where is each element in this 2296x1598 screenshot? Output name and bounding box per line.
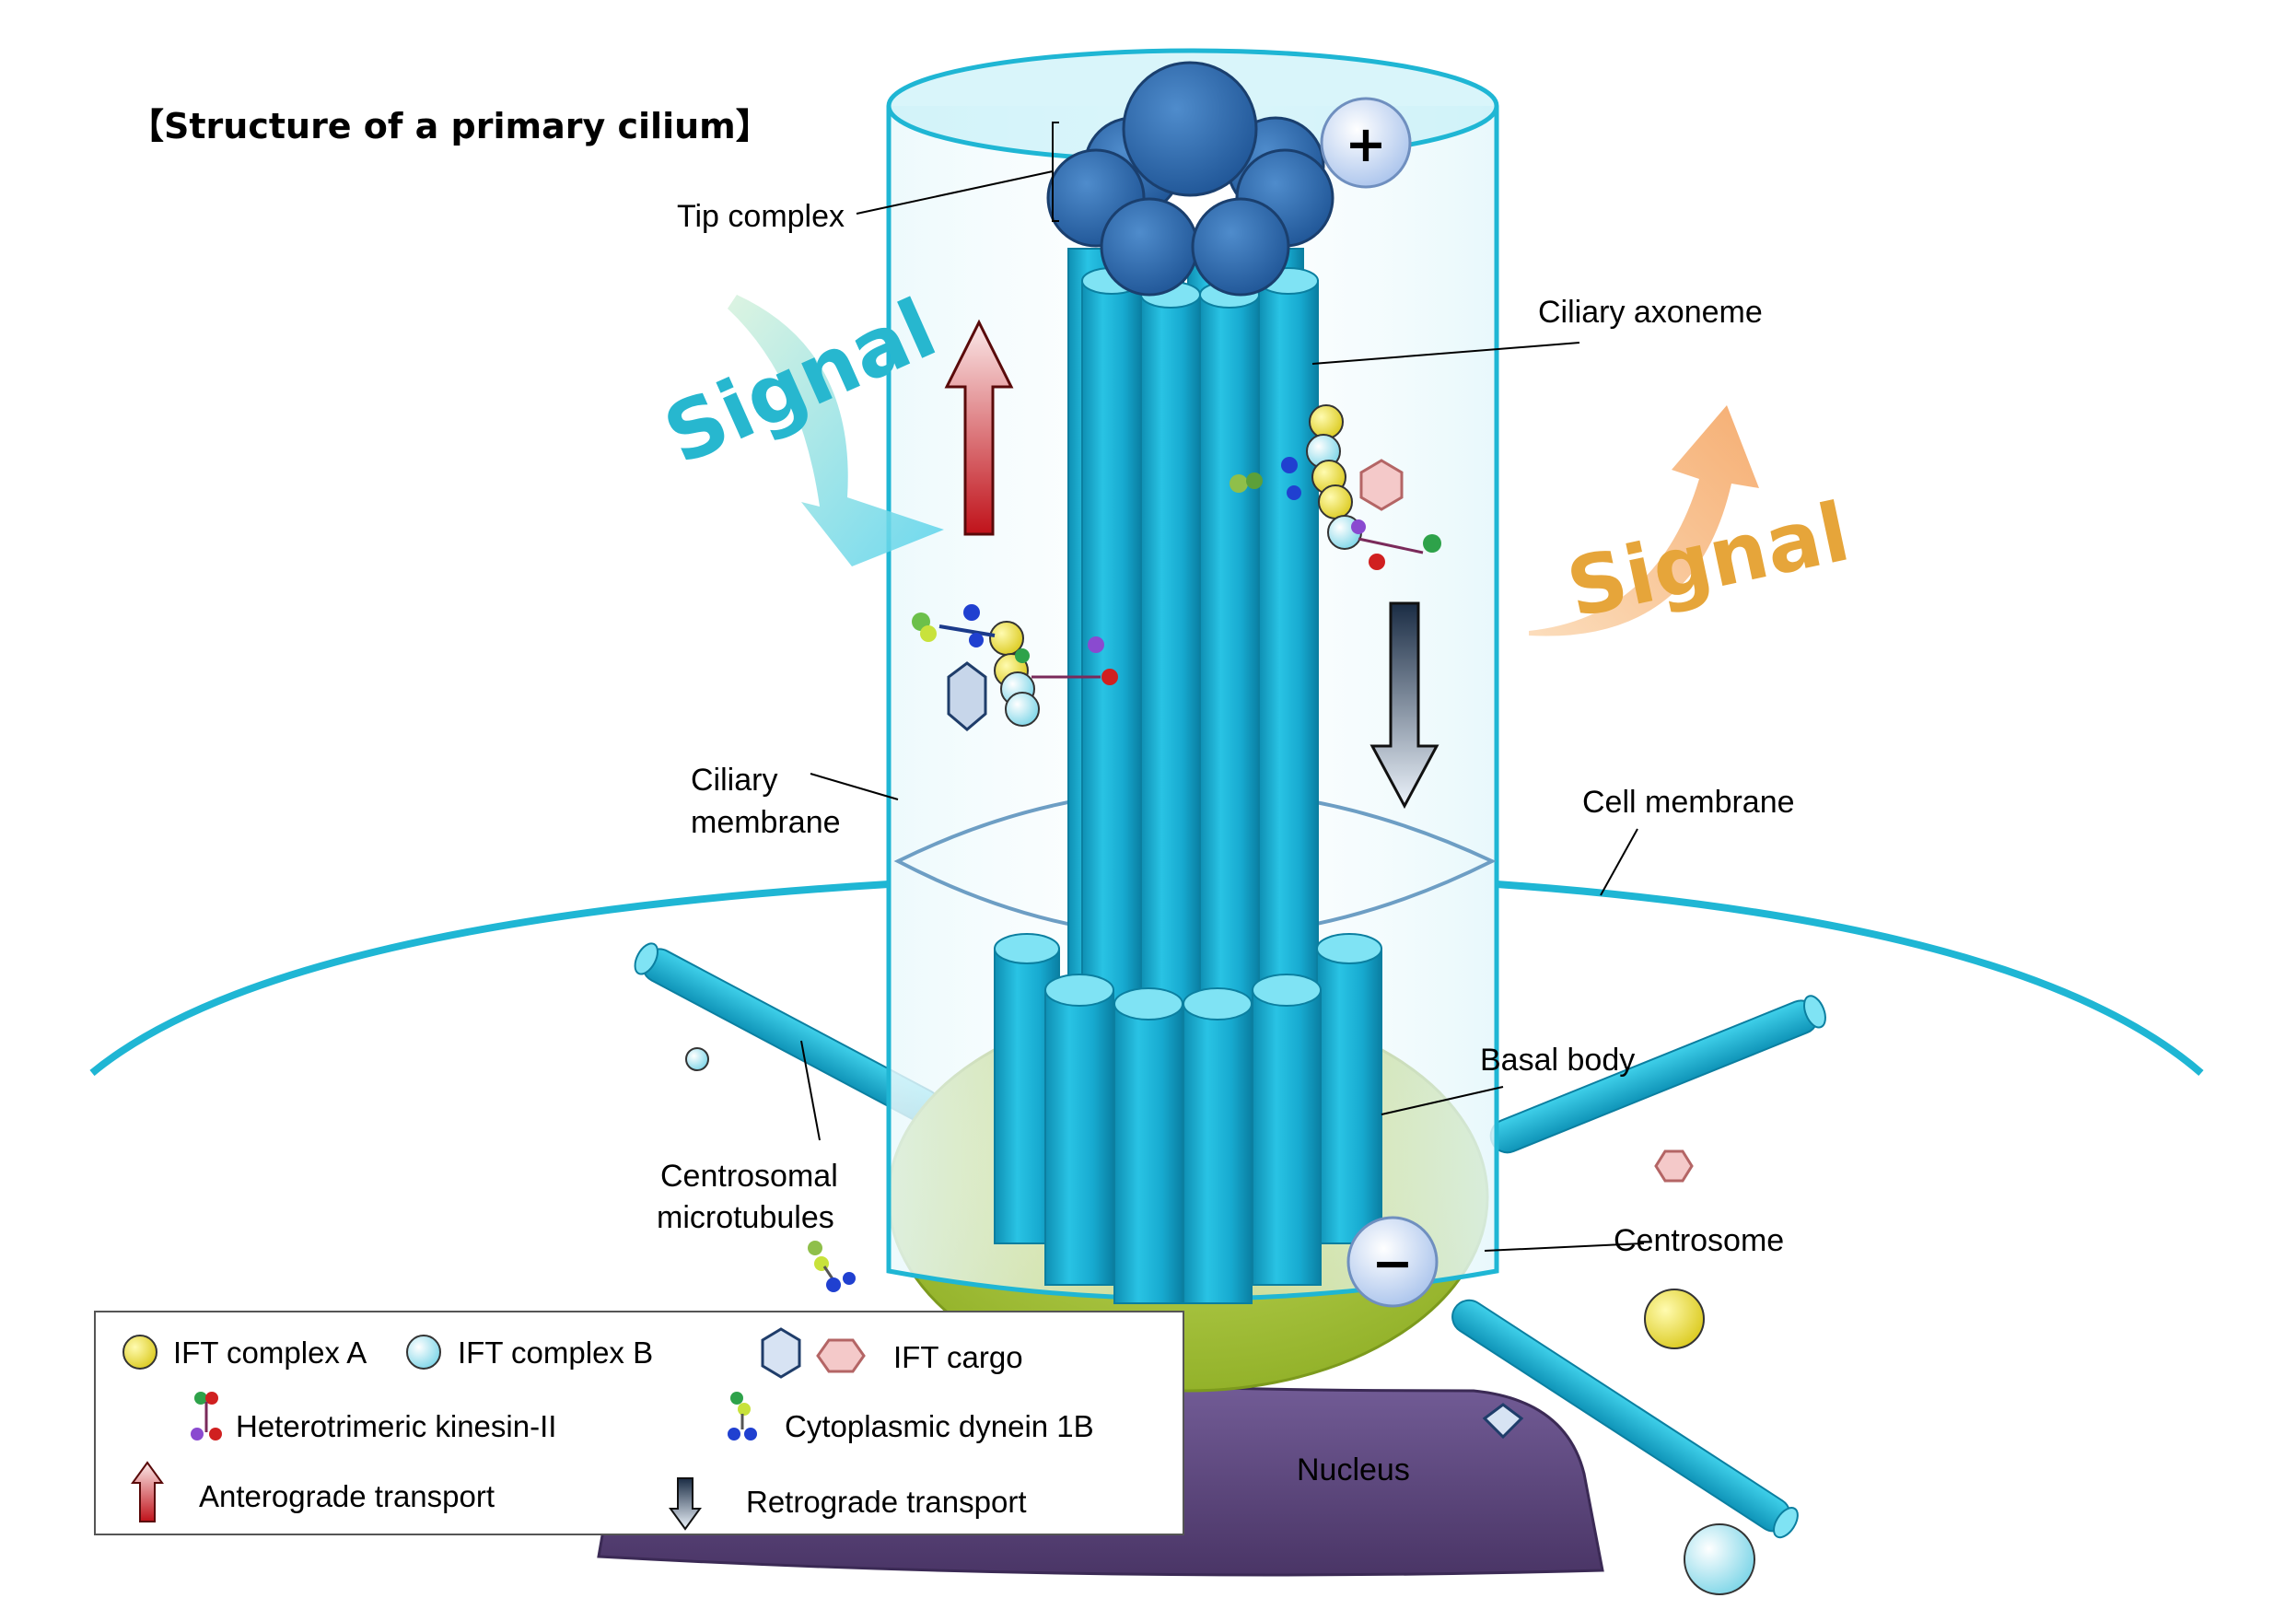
- basal-body: [994, 933, 1382, 1304]
- ciliary-axoneme: [1067, 248, 1319, 1014]
- plus-end-marker: +: [1320, 97, 1412, 189]
- free-ift-a: [1644, 1289, 1705, 1349]
- label-ciliary-membrane-line1: Ciliary: [691, 763, 777, 798]
- ift-train-right: [1230, 404, 1441, 570]
- legend-kinesin-icon: [191, 1392, 222, 1441]
- label-centrosomal-line1: Centrosomal: [660, 1159, 838, 1194]
- signal-out: Signal: [1529, 405, 1857, 636]
- label-centrosomal-line2: microtubules: [657, 1200, 834, 1235]
- diagram-title: 【Structure of a primary cilium】: [129, 106, 771, 146]
- svg-text:+: +: [1345, 115, 1386, 173]
- legend-retrograde-icon: [669, 1477, 702, 1531]
- free-dynein: [808, 1241, 856, 1292]
- label-ciliary-membrane-line2: membrane: [691, 805, 841, 840]
- free-cargo-pink: [1654, 1149, 1694, 1183]
- legend-cargo-label: IFT cargo: [893, 1340, 1023, 1374]
- pointer-lines: [800, 122, 1645, 1252]
- tip-complex: [1046, 61, 1334, 297]
- cell-membrane-curve: [89, 881, 890, 1077]
- legend: IFT complex A IFT complex B IFT cargo He…: [94, 1311, 1184, 1535]
- retrograde-arrow: [1369, 601, 1439, 810]
- free-ift-b: [1684, 1523, 1755, 1595]
- free-ift-b-small: [685, 1047, 709, 1071]
- legend-ift-a-icon: [122, 1335, 157, 1370]
- axoneme-front-row: [1081, 267, 1319, 1014]
- label-tip-complex: Tip complex: [677, 199, 845, 234]
- legend-cargo-pink-icon: [816, 1338, 866, 1373]
- legend-ift-b-label: IFT complex B: [458, 1336, 653, 1370]
- minus-end-marker: −: [1346, 1216, 1439, 1308]
- label-centrosome: Centrosome: [1614, 1223, 1784, 1258]
- label-ciliary-axoneme: Ciliary axoneme: [1538, 295, 1763, 330]
- legend-ift-b-icon: [406, 1335, 441, 1370]
- label-basal-body: Basal body: [1480, 1043, 1635, 1078]
- legend-kinesin-label: Heterotrimeric kinesin-II: [236, 1409, 556, 1443]
- ift-train-left: [912, 604, 1118, 731]
- legend-retrograde-label: Retrograde transport: [746, 1485, 1027, 1519]
- svg-text:−: −: [1371, 1234, 1413, 1292]
- cell-membrane-curve-right: [1496, 881, 2204, 1077]
- anterograde-arrow: [944, 319, 1014, 536]
- legend-anterograde-label: Anterograde transport: [199, 1479, 495, 1513]
- legend-anterograde-icon: [131, 1461, 164, 1522]
- legend-dynein-label: Cytoplasmic dynein 1B: [785, 1409, 1094, 1443]
- label-cell-membrane: Cell membrane: [1582, 785, 1795, 820]
- label-nucleus: Nucleus: [1297, 1452, 1410, 1487]
- legend-cargo-blue-icon: [761, 1327, 801, 1379]
- legend-dynein-icon: [728, 1392, 757, 1441]
- free-cargo-blue: [1482, 1403, 1524, 1440]
- legend-ift-a-label: IFT complex A: [173, 1336, 367, 1370]
